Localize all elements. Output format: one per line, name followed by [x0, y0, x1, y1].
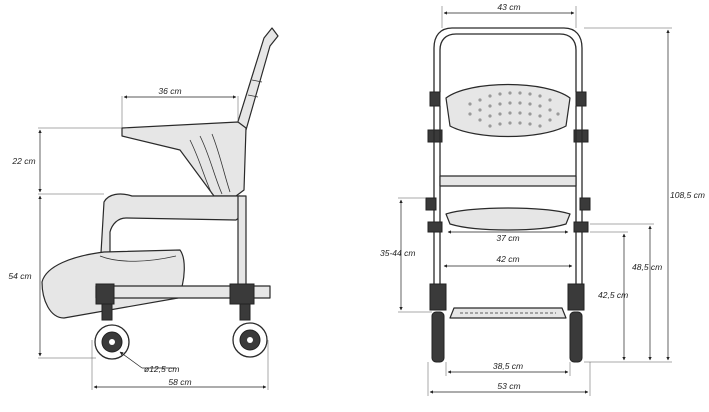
front-wheel — [94, 303, 130, 360]
dim-top-width: 43 cm — [497, 2, 520, 12]
dim-wheel-diameter: ø12,5 cm — [144, 364, 179, 374]
dim-seat-height-range: 35-44 cm — [380, 248, 415, 258]
side-view: 36 cm 22 cm 54 cm ø12,5 cm 58 cm — [8, 27, 279, 390]
handle-frame — [433, 27, 583, 93]
backrest-panel — [445, 83, 571, 138]
dim-seat-height: 54 cm — [8, 271, 31, 281]
backrest-holes — [468, 91, 560, 128]
dim-height-48: 48,5 cm — [632, 262, 662, 272]
dim-height-42: 42,5 cm — [598, 290, 628, 300]
seat — [99, 193, 245, 271]
dim-armrest-height: 22 cm — [11, 156, 35, 166]
push-handle — [235, 27, 279, 131]
front-view: 43 cm 108,5 cm 48,5 cm 42,5 cm 35-44 cm … — [380, 2, 705, 396]
rear-frame — [237, 195, 247, 293]
dim-seat-inner-width: 37 cm — [496, 233, 519, 243]
dim-overall-length: 58 cm — [168, 377, 191, 387]
seat-front — [445, 207, 571, 231]
rear-wheel — [232, 303, 268, 358]
dim-back-depth: 36 cm — [158, 86, 181, 96]
dim-total-height: 108,5 cm — [670, 190, 705, 200]
dim-footplate-width: 38,5 cm — [493, 361, 523, 371]
left-wheel-front — [429, 283, 447, 363]
dim-between-arms: 42 cm — [496, 254, 519, 264]
right-wheel-front — [567, 283, 585, 363]
dim-overall-width: 53 cm — [497, 381, 520, 391]
